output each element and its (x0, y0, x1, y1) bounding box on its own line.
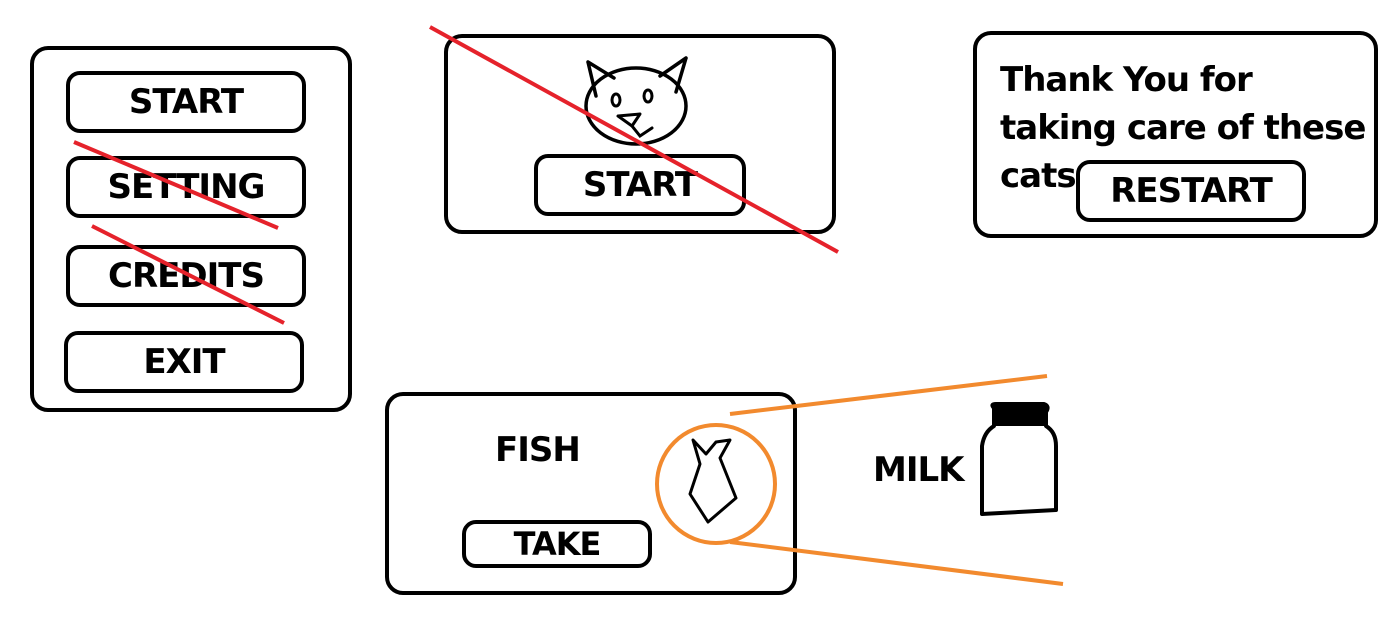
thank-you-message: Thank You for taking care of these cats (1000, 60, 1366, 196)
restart-button[interactable]: RESTART (1076, 160, 1306, 222)
take-item-button[interactable]: TAKE (462, 520, 652, 568)
menu-setting-button[interactable]: SETTING (66, 156, 306, 218)
milk-bottle-icon (980, 402, 1058, 516)
callout-item-label: MILK (873, 450, 964, 490)
menu-start-button[interactable]: START (66, 71, 306, 133)
title-start-button[interactable]: START (534, 154, 746, 216)
item-name-label: FISH (495, 430, 581, 470)
cat-face-icon (584, 56, 688, 146)
menu-credits-button[interactable]: CREDITS (66, 245, 306, 307)
menu-exit-button[interactable]: EXIT (64, 331, 304, 393)
